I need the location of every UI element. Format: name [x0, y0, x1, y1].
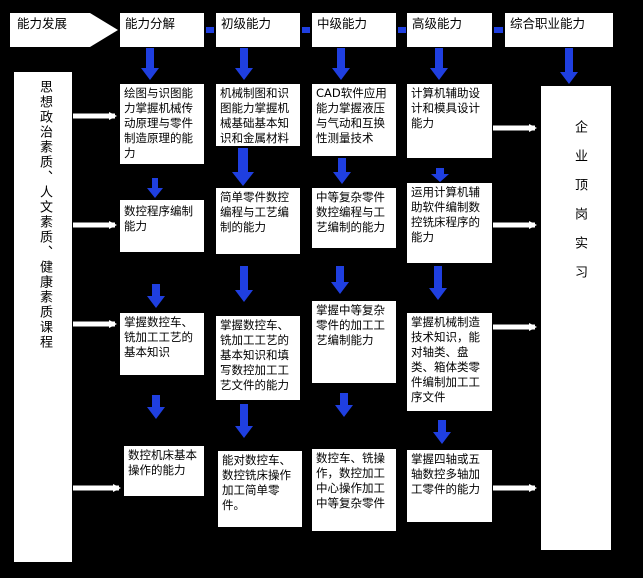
middle-box-1: CAD软件应用能力掌握液压与气动和互换性测量技术	[312, 84, 396, 156]
junior-box-4: 能对数控车、数控铣床操作加工简单零件。	[218, 451, 302, 527]
header-decompose: 能力分解	[120, 13, 204, 47]
decompose-box-2: 数控程序编制能力	[120, 200, 204, 252]
header-tick-1	[206, 27, 214, 33]
arrow-down-decompose-2	[147, 178, 163, 198]
decompose-box-1: 绘图与识图能力掌握机械传动原理与零件制造原理的能力	[120, 84, 204, 164]
header-tick-3	[398, 27, 406, 33]
arrow-down-middle-3	[331, 266, 349, 294]
arrow-down-junior-4	[235, 404, 253, 438]
arrow-down-junior-1	[235, 48, 253, 80]
arrow-down-junior-3	[235, 266, 253, 302]
middle-box-4: 数控车、铣操作，数控加工中心操作加工中等复杂零件	[312, 449, 396, 531]
junior-box-2: 简单零件数控编程与工艺编制的能力	[216, 188, 300, 254]
arrow-down-middle-1	[332, 48, 350, 80]
header-senior: 高级能力	[407, 13, 492, 47]
header-middle: 中级能力	[312, 13, 396, 47]
senior-box-2: 运用计算机辅助软件编制数控铣床程序的能力	[407, 183, 492, 263]
junior-box-3: 掌握数控车、铣加工工艺的基本知识和填写数控加工工艺文件的能力	[216, 316, 300, 400]
arrow-down-decompose-1	[141, 48, 159, 80]
arrow-down-decompose-4	[147, 395, 165, 419]
senior-box-1: 计算机辅助设计和模具设计能力	[407, 84, 492, 158]
arrow-down-middle-4	[335, 393, 353, 417]
junior-box-1: 机械制图和识图能力掌握机械基础基本知识和金属材料	[216, 84, 300, 146]
arrow-down-junior-2	[232, 148, 254, 186]
senior-box-4: 掌握四轴或五轴数控多轴加工零件的能力	[407, 450, 492, 522]
arrow-down-decompose-3	[147, 284, 165, 308]
arrow-down-senior-3	[429, 266, 447, 300]
header-ability-development-label: 能力发展	[17, 16, 68, 31]
decompose-box-3: 掌握数控车、铣加工工艺的基本知识	[120, 313, 204, 375]
header-junior: 初级能力	[216, 13, 300, 47]
senior-box-3: 掌握机械制造技术知识，能对轴类、盘类、箱体类零件编制加工工序文件	[407, 313, 492, 411]
arrow-down-senior-4	[433, 420, 451, 444]
arrow-down-middle-2	[333, 158, 351, 184]
middle-box-3: 掌握中等复杂零件的加工工艺编制能力	[312, 301, 396, 383]
right-column-internship: 企业顶岗实习	[541, 86, 611, 550]
arrow-down-senior-2	[431, 168, 449, 182]
middle-box-2: 中等复杂零件数控编程与工艺编制的能力	[312, 188, 396, 248]
decompose-box-4: 数控机床基本操作的能力	[124, 446, 204, 496]
header-tick-4	[494, 27, 503, 33]
header-comprehensive: 综合职业能力	[505, 13, 613, 47]
left-column-qualities: 思想政治素质、人文素质、健康素质课程	[14, 72, 72, 562]
arrow-down-comprehensive	[560, 48, 578, 84]
header-tick-2	[302, 27, 310, 33]
arrow-down-senior-1	[430, 48, 448, 80]
